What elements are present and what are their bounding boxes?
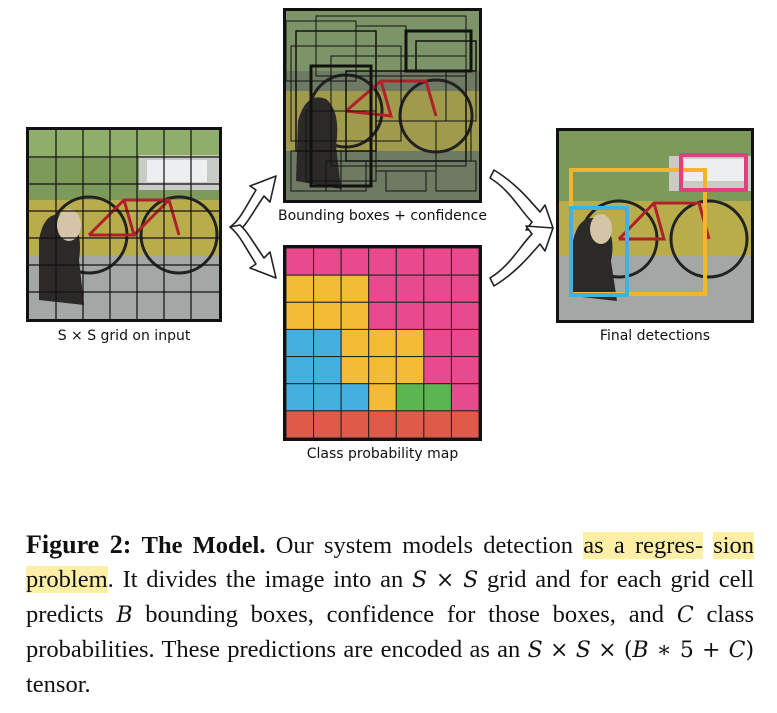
caption-text-2: . It divides the image into an	[107, 566, 404, 593]
class-cell	[423, 301, 452, 330]
caption-text-5: bounding boxes, confidence for those box…	[145, 601, 616, 628]
math-b: B	[116, 603, 133, 628]
math-s: S	[527, 638, 543, 663]
bounding-boxes-panel	[283, 8, 482, 203]
split-arrow-up-icon	[229, 175, 277, 231]
final-panel-label: Final detections	[599, 328, 711, 344]
caption-text-8: tensor.	[26, 671, 91, 698]
class-cell	[340, 301, 370, 330]
math-s: S	[463, 568, 479, 593]
class-cell	[395, 328, 425, 358]
class-cell	[395, 356, 425, 385]
highlight-text-1: as a regres-	[583, 532, 703, 559]
merge-arrow-bottom-icon	[489, 225, 554, 287]
class-cell	[286, 410, 315, 438]
class-cell	[423, 410, 452, 438]
class-cell	[423, 248, 452, 276]
boxes-scene	[286, 11, 479, 200]
math-star5plus: ∗ 5 +	[648, 638, 729, 663]
figure-caption: Figure 2: The Model. Our system models d…	[26, 528, 754, 702]
class-cell	[313, 356, 342, 385]
input-grid-overlay	[29, 130, 219, 319]
class-cell	[340, 383, 370, 412]
class-cell	[313, 248, 342, 276]
figure-title: The Model.	[141, 532, 266, 559]
caption-text-6: and	[628, 601, 665, 628]
math-s: S	[412, 568, 428, 593]
class-cell	[313, 410, 342, 438]
boxes-panel-label: Bounding boxes + confidence	[278, 208, 487, 224]
class-cell	[368, 410, 397, 438]
class-cell	[313, 383, 342, 412]
class-cell	[423, 383, 452, 412]
class-cell	[313, 328, 342, 358]
dog-detection-box	[569, 206, 629, 297]
class-cell	[423, 274, 452, 303]
class-cell	[450, 328, 479, 358]
class-cell	[368, 274, 397, 303]
figure-number: Figure 2:	[26, 530, 132, 559]
math-b: B	[632, 638, 649, 663]
math-c: C	[676, 603, 694, 628]
class-cell	[450, 301, 479, 330]
class-cell	[450, 248, 479, 276]
car-detection-box	[679, 153, 748, 192]
merge-arrow-top-icon	[489, 169, 554, 231]
class-probability-grid	[286, 248, 479, 438]
math-paren-close: )	[745, 638, 755, 663]
class-probability-map-panel	[283, 245, 482, 441]
input-scene	[29, 130, 219, 319]
class-cell	[286, 383, 315, 412]
caption-text-3: grid and for each	[487, 566, 662, 593]
final-detections-panel	[556, 128, 754, 323]
class-cell	[368, 301, 397, 330]
class-cell	[450, 383, 479, 412]
math-paren-open: (	[623, 638, 633, 663]
input-image-panel	[26, 127, 222, 322]
math-s: S	[575, 638, 591, 663]
class-cell	[395, 410, 425, 438]
final-scene	[559, 131, 751, 320]
math-times: ×	[549, 638, 569, 663]
input-panel-label: S × S grid on input	[57, 328, 191, 344]
class-cell	[450, 410, 479, 438]
class-cell	[450, 356, 479, 385]
math-c: C	[728, 638, 746, 663]
caption-text-7: class probabilities. These predictions a…	[26, 601, 755, 663]
math-times: ×	[598, 638, 617, 663]
caption-text-1: Our system models detection	[275, 532, 574, 559]
class-cell	[368, 356, 397, 385]
classmap-panel-label: Class probability map	[306, 446, 459, 462]
split-arrow-down-icon	[229, 224, 277, 279]
math-times: ×	[435, 568, 455, 593]
caption-text-4: grid cell predicts	[26, 566, 755, 628]
